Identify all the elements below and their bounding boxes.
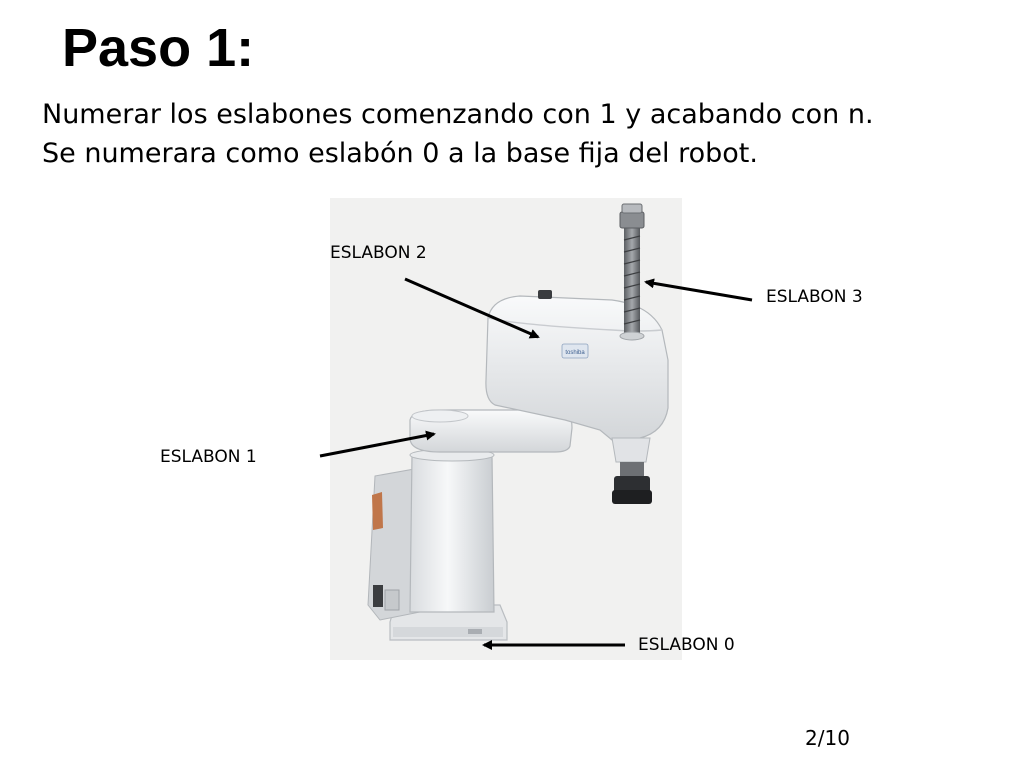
- body-line-1: Numerar los eslabones comenzando con 1 y…: [42, 99, 874, 130]
- robot-arm-1: [409, 409, 573, 453]
- label-link-2: ESLABON 2: [330, 243, 427, 263]
- label-link-3: ESLABON 3: [766, 287, 863, 307]
- slide-title: Paso 1:: [62, 18, 255, 78]
- arrow-link-1: [319, 430, 436, 458]
- label-link-0: ESLABON 0: [638, 635, 735, 655]
- controller-box: [367, 467, 421, 621]
- slide-body: Numerar los eslabones comenzando con 1 y…: [42, 95, 1012, 173]
- label-link-1: ESLABON 1: [160, 447, 257, 467]
- robot-column: [409, 454, 495, 613]
- arrow-link-2: [404, 277, 540, 339]
- robot-screw-shaft: [619, 203, 645, 341]
- robot-logo: toshiba: [561, 343, 589, 359]
- arrow-link-3: [644, 278, 753, 302]
- robot-wrist: [611, 437, 652, 504]
- page-number: 2/10: [805, 726, 850, 750]
- body-line-2: Se numerara como eslabón 0 a la base fij…: [42, 138, 758, 169]
- svg-text:toshiba: toshiba: [565, 350, 585, 356]
